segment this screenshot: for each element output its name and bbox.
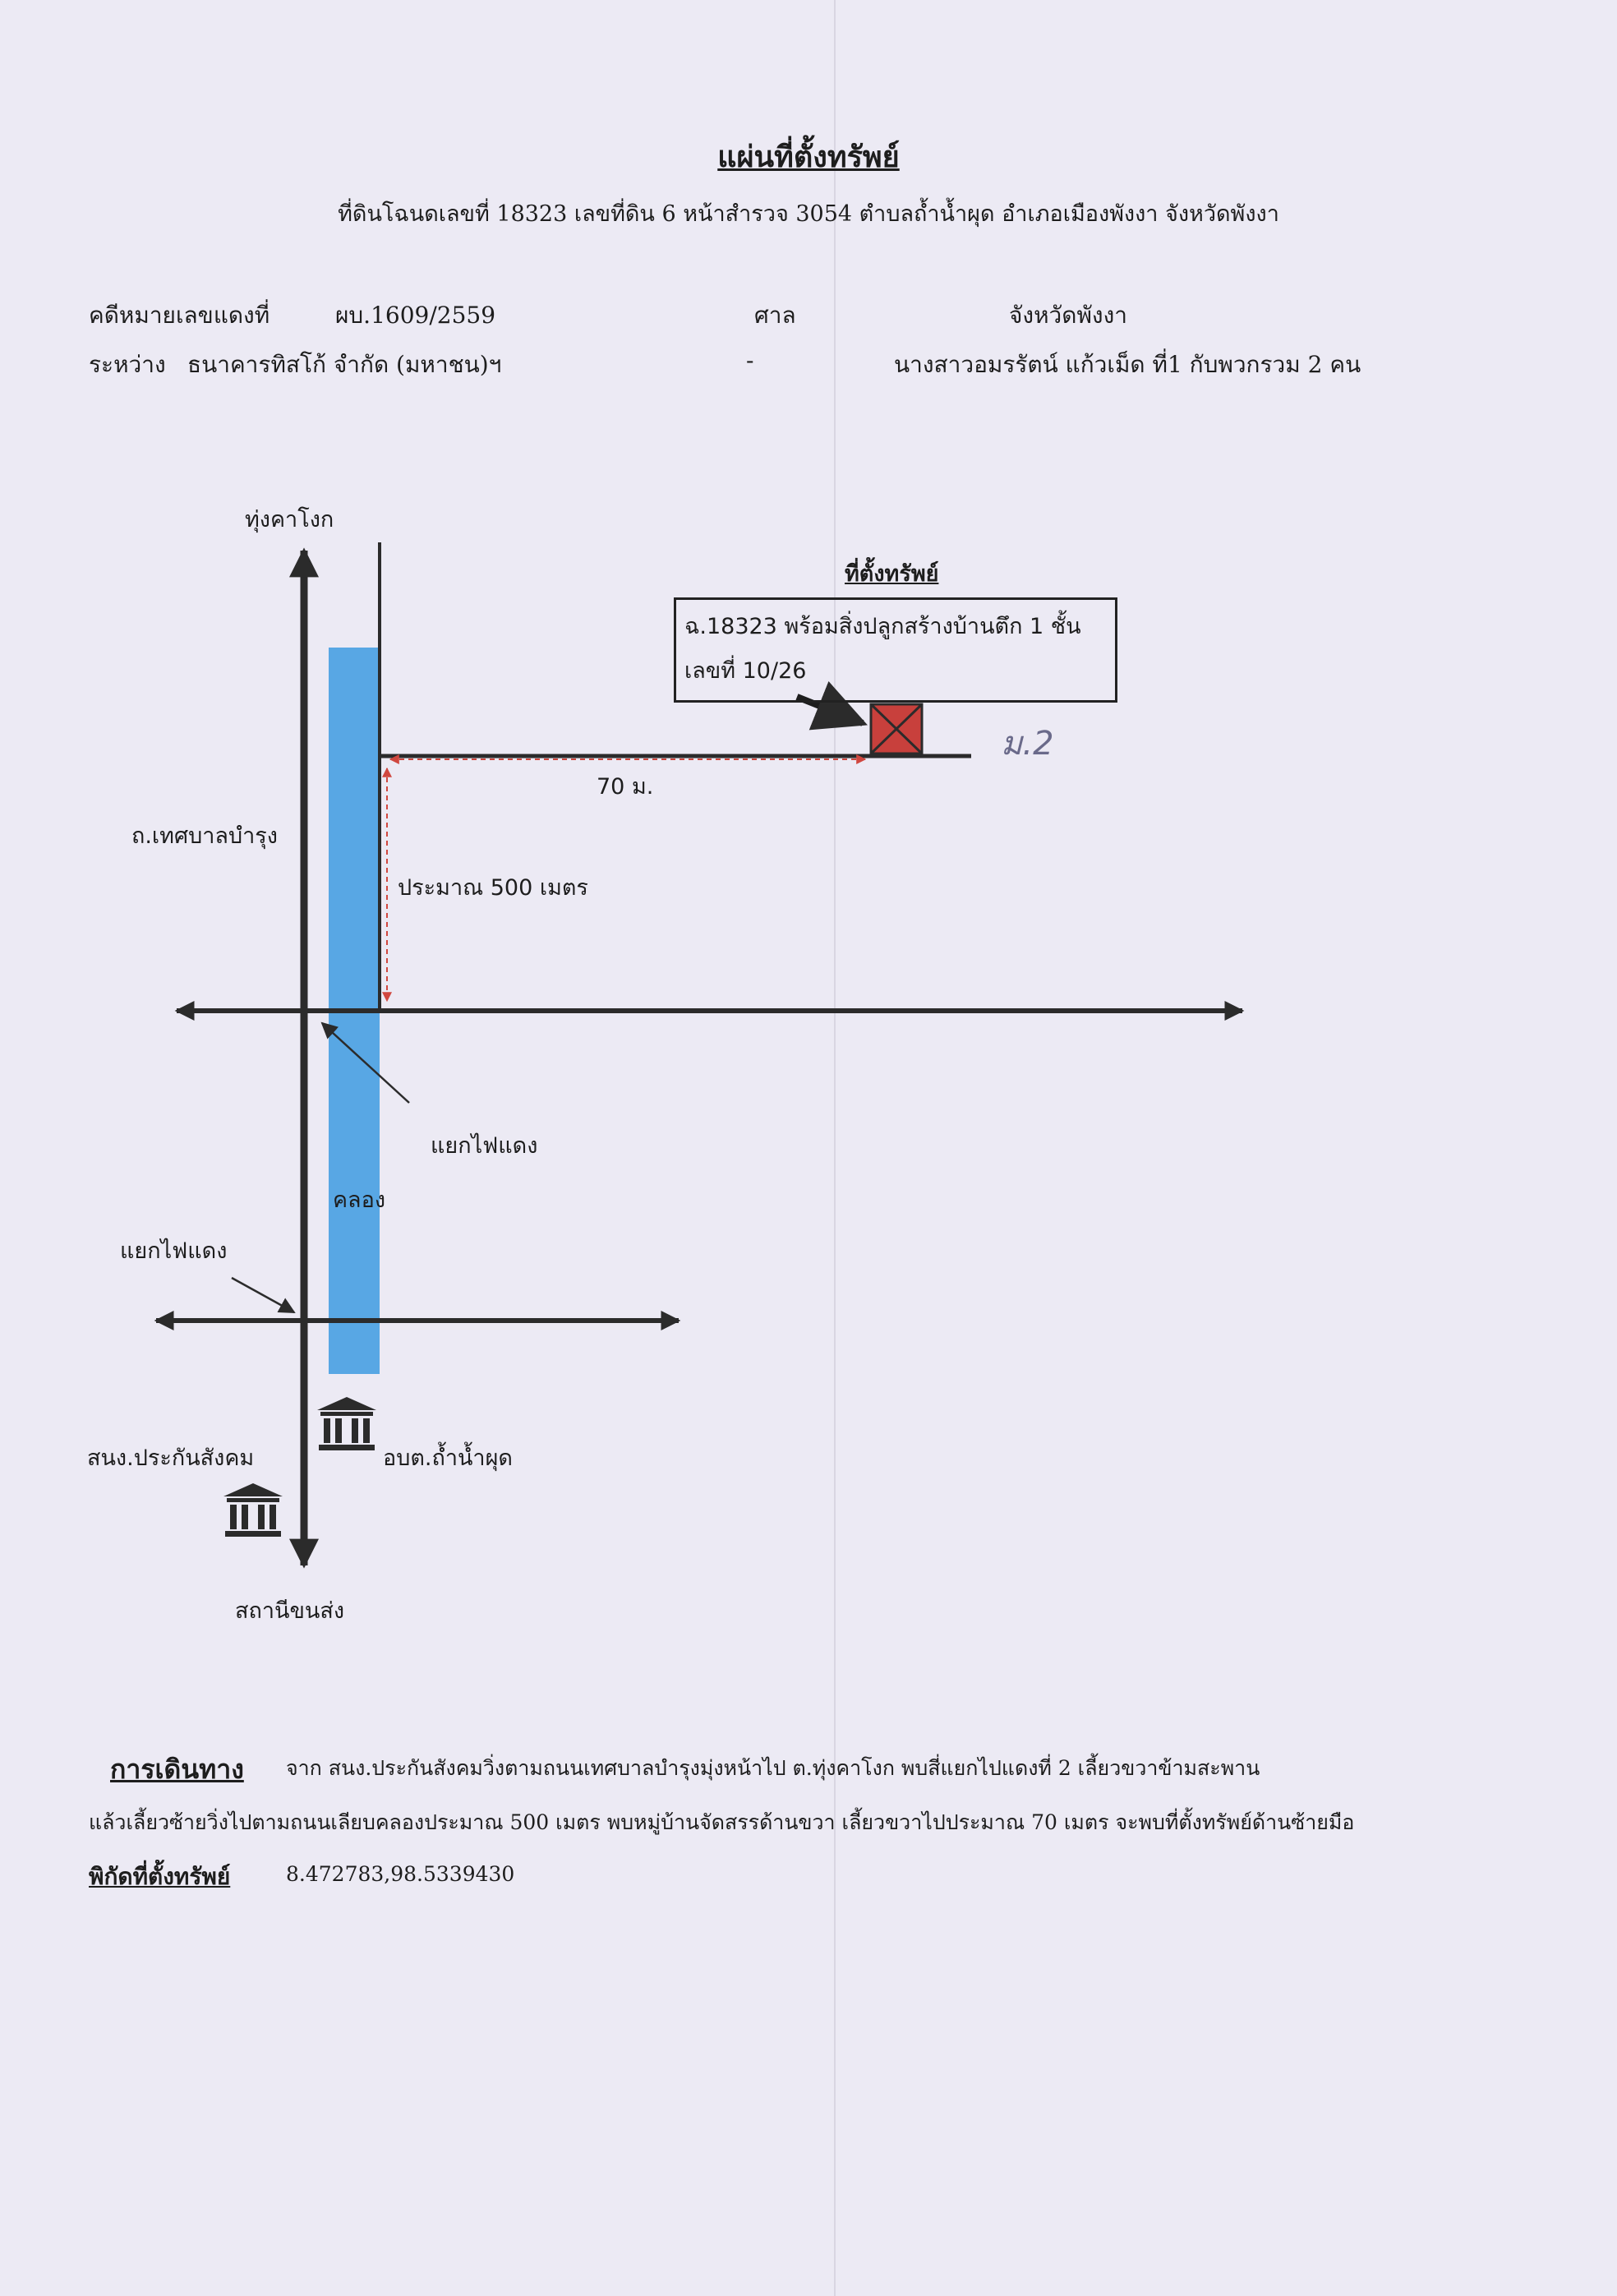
directions-line1: จาก สนง.ประกันสังคมวิ่งตามถนนเทศบาลบำรุง… [286,1756,1260,1780]
distance-500m-label: ประมาณ 500 เมตร [398,875,588,901]
sao-label: อบต.ถ้ำน้ำผุด [383,1445,513,1471]
coordinates-label: พิกัดที่ตั้งทรัพย์ [89,1863,231,1890]
page-subtitle: ที่ดินโฉนดเลขที่ 18323 เลขที่ดิน 6 หน้าส… [338,201,1279,227]
case-number-label: คดีหมายเลขแดงที่ [89,302,270,329]
directions-line2: แล้วเลี้ยวซ้ายวิ่งไปตามถนนเลียบคลองประมา… [89,1810,1355,1834]
sao-building-icon [317,1397,376,1450]
court-label: ศาล [754,302,796,329]
page-title: แผ่นที่ตั้งทรัพย์ [717,140,900,174]
distance-70m-label: 70 ม. [597,774,654,800]
traffic-light-pointer-lower [231,1276,296,1314]
case-number-value: ผบ.1609/2559 [335,302,496,329]
between-label: ระหว่าง [89,351,166,378]
south-destination-label: สถานีขนส่ง [235,1598,345,1624]
traffic-light-pointer-upper [320,1021,410,1104]
north-destination-label: ทุ่งคาโงก [245,507,334,533]
property-description-line1: ฉ.18323 พร้อมสิ่งปลูกสร้างบ้านตึก 1 ชั้น [684,614,1081,639]
main-road-label: ถ.เทศบาลบำรุง [131,823,278,849]
paper-fold-line [834,0,836,2296]
property-marker [869,703,924,755]
social-security-building-icon [223,1483,283,1537]
property-heading: ที่ตั้งทรัพย์ [845,561,939,587]
traffic-light-label-lower: แยกไฟแดง [120,1238,228,1264]
defendant-name: นางสาวอมรรัตน์ แก้วเม็ด ที่1 กับพวกรวม 2… [894,351,1361,378]
handwritten-village-note: ม.2 [1001,725,1054,763]
social-security-label: สนง.ประกันสังคม [87,1445,255,1471]
plaintiff-name: ธนาคารทิสโก้ จำกัด (มหาชน)ฯ [187,351,502,378]
coordinates-value: 8.472783,98.5339430 [286,1862,515,1886]
property-description-box: ฉ.18323 พร้อมสิ่งปลูกสร้างบ้านตึก 1 ชั้น… [674,597,1117,703]
traffic-light-label-upper: แยกไฟแดง [431,1133,538,1159]
court-value: จังหวัดพังงา [1009,302,1127,329]
directions-heading: การเดินทาง [110,1754,244,1785]
canal-label: คลอง [333,1187,386,1213]
property-description-line2: เลขที่ 10/26 [684,658,807,684]
versus-dash: - [746,347,754,374]
